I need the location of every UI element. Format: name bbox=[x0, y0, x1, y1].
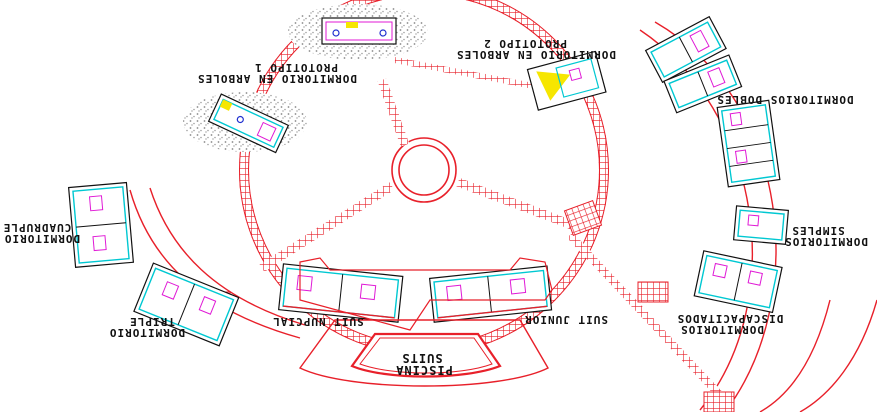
dormitorios-simples-module bbox=[732, 205, 790, 245]
suits-block-outline bbox=[299, 257, 553, 331]
plaza-tile-2 bbox=[637, 281, 669, 303]
label-simples-line1: SIMPLES bbox=[791, 224, 844, 237]
label-cuadruple-line2: DORMITORIO bbox=[4, 232, 80, 245]
left-arc-2 bbox=[149, 187, 306, 326]
label-simples-line2: DORMITORIOS bbox=[784, 235, 868, 248]
label-cuadruple-line1: CUADRUPLE bbox=[3, 221, 72, 234]
label-prototipo-1-line2: DORMITORIO EN ARBOLES bbox=[197, 72, 357, 85]
suit-nupcial-module bbox=[277, 263, 404, 323]
label-prototipo-2-line1: PROTOTIPO 2 bbox=[483, 37, 567, 50]
label-suits: SUITS bbox=[401, 351, 442, 365]
label-prototipo-2-line2: DORMITORIO EN ARBOLES bbox=[456, 48, 616, 61]
radial-walkways bbox=[259, 57, 723, 398]
outer-arc-3 bbox=[759, 299, 831, 412]
label-suit-junior: SUIT JUNIOR bbox=[524, 313, 608, 326]
label-triple-line2: DORMITORIO bbox=[109, 326, 185, 339]
prototipo-1-top-module bbox=[321, 17, 397, 45]
central-plaza bbox=[391, 137, 457, 203]
label-triple-line1: TRIPLE bbox=[129, 315, 175, 328]
plaza-tile-1 bbox=[563, 200, 603, 236]
label-piscina: PISCINA bbox=[395, 363, 453, 377]
outer-arc-4 bbox=[799, 299, 877, 412]
dormitorios-discapacitados-module bbox=[693, 250, 783, 314]
label-discapacitados-line1: DISCAPACITADOS bbox=[677, 312, 784, 325]
label-discapacitados-line2: DORMITORIOS bbox=[680, 323, 764, 336]
label-suit-nupcial: SUIT NUPCIAL bbox=[272, 315, 363, 328]
label-dormitorios-dobles: DORMITORIOS DOBLES bbox=[716, 93, 853, 106]
dormitorios-dobles-modules bbox=[644, 15, 781, 188]
plaza-tile-3 bbox=[703, 391, 735, 412]
prototipo-2-module bbox=[526, 50, 607, 111]
label-prototipo-1-line1: PROTOTIPO 1 bbox=[254, 61, 338, 74]
pool-area bbox=[298, 319, 549, 387]
dormitorio-triple-module bbox=[133, 262, 240, 347]
dormitorio-cuadruple-module bbox=[67, 181, 135, 268]
prototipo-1-module bbox=[207, 93, 290, 154]
